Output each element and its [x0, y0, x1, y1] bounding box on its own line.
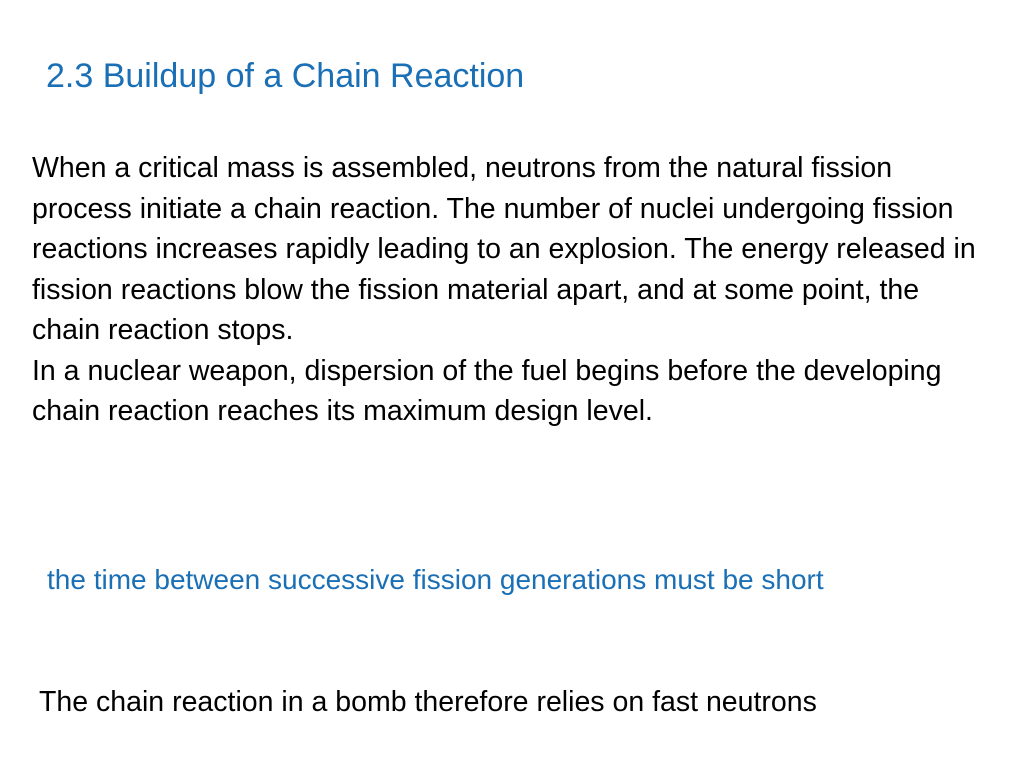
- conclusion-statement: The chain reaction in a bomb therefore r…: [39, 686, 817, 718]
- paragraph-nuclear-weapon: In a nuclear weapon, dispersion of the f…: [32, 354, 942, 428]
- paragraph-chain-reaction: When a critical mass is assembled, neutr…: [32, 152, 976, 346]
- highlight-statement: the time between successive fission gene…: [47, 564, 824, 595]
- slide-title: 2.3 Buildup of a Chain Reaction: [46, 57, 525, 95]
- body-text: When a critical mass is assembled, neutr…: [32, 148, 982, 432]
